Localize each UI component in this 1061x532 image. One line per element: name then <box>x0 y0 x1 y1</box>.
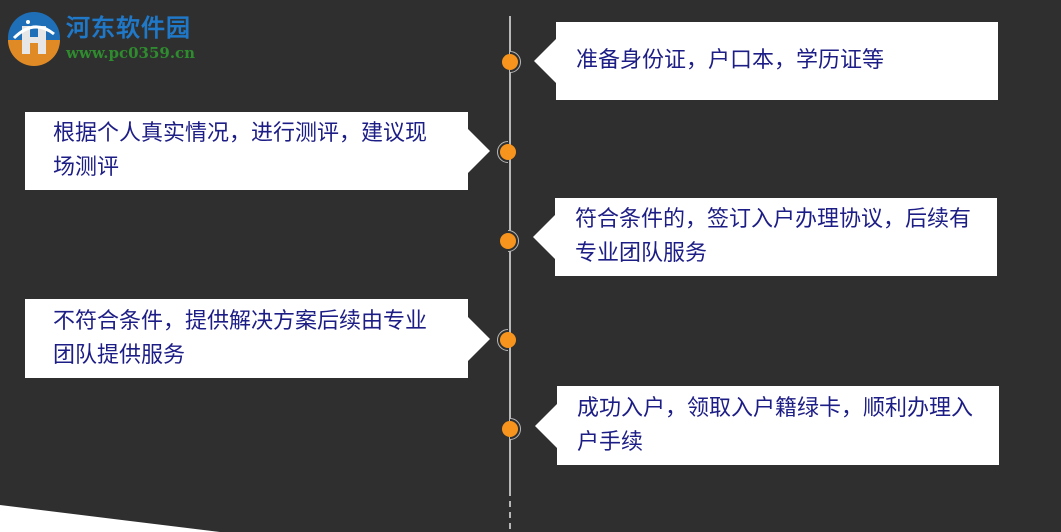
timeline-node-4 <box>497 329 519 351</box>
node-dot-icon <box>502 54 518 70</box>
step-text-4: 不符合条件，提供解决方案后续由专业团队提供服务 <box>53 308 428 368</box>
hd-logo-icon <box>8 12 60 66</box>
watermark-url: www.pc0359.cn <box>66 43 196 62</box>
step-card-4: 不符合条件，提供解决方案后续由专业团队提供服务 <box>25 299 468 378</box>
timeline-dashed-extension <box>509 490 511 532</box>
step-text-1: 准备身份证，户口本，学历证等 <box>576 48 885 73</box>
step-card-5: 成功入户，领取入户籍绿卡，顺利办理入户手续 <box>557 386 999 465</box>
node-dot-icon <box>500 233 516 249</box>
watermark: 河东软件园 www.pc0359.cn <box>6 8 195 68</box>
step-text-2: 根据个人真实情况，进行测评，建议现场测评 <box>53 121 428 180</box>
node-dot-icon <box>500 144 516 160</box>
node-dot-icon <box>500 332 516 348</box>
step-text-3: 符合条件的，签订入户办理协议，后续有专业团队服务 <box>575 207 972 266</box>
timeline-line <box>509 16 511 490</box>
timeline-node-1 <box>499 51 521 73</box>
step-text-5: 成功入户，领取入户籍绿卡，顺利办理入户手续 <box>577 395 974 455</box>
watermark-title: 河东软件园 <box>66 12 191 42</box>
step-card-1: 准备身份证，户口本，学历证等 <box>556 22 998 100</box>
timeline-node-5 <box>499 418 521 440</box>
node-dot-icon <box>502 421 518 437</box>
timeline-node-3 <box>497 230 519 252</box>
step-card-2: 根据个人真实情况，进行测评，建议现场测评 <box>25 112 468 190</box>
timeline-node-2 <box>497 141 519 163</box>
step-card-3: 符合条件的，签订入户办理协议，后续有专业团队服务 <box>555 198 997 276</box>
